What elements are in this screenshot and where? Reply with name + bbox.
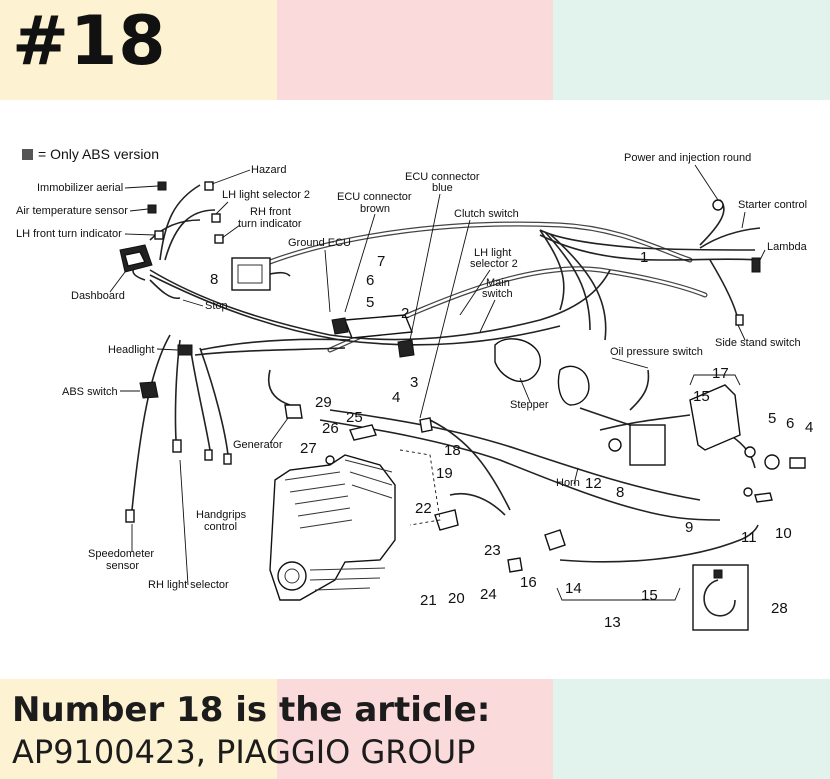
callout-3: 3 (410, 374, 418, 391)
label-air-temperature-sensor: Air temperature sensor (16, 205, 128, 217)
label-stop: Stop (205, 300, 228, 312)
legend-square (22, 149, 33, 160)
callout-8b: 8 (616, 484, 624, 501)
callout-6b: 6 (786, 415, 794, 432)
label-main-switch-2: switch (482, 288, 513, 300)
label-lh-front-turn-indicator: LH front turn indicator (16, 228, 122, 240)
label-hazard: Hazard (251, 164, 286, 176)
label-oil-pressure-switch: Oil pressure switch (610, 346, 703, 358)
callout-20: 20 (448, 590, 465, 607)
label-rh-light-selector: RH light selector (148, 579, 229, 591)
wiring-diagram: = Only ABS version (16, 146, 813, 631)
article-code: AP9100423, PIAGGIO GROUP (12, 733, 476, 771)
header-band (0, 0, 830, 100)
callout-23: 23 (484, 542, 501, 559)
label-headlight: Headlight (108, 344, 154, 356)
article-heading: Number 18 is the article: (12, 690, 491, 730)
callout-21: 21 (420, 592, 437, 609)
callout-18: 18 (444, 442, 461, 459)
callout-5a: 5 (366, 294, 374, 311)
label-ecu-blue-2: blue (432, 182, 453, 194)
label-stepper: Stepper (510, 399, 549, 411)
callout-8a: 8 (210, 271, 218, 288)
label-lh-light-mid-1: LH light (474, 247, 511, 259)
footer-band (0, 679, 830, 779)
legend-text: = Only ABS version (38, 146, 159, 162)
label-starter-control: Starter control (738, 199, 807, 211)
component-labels: Hazard Immobilizer aerial LH light selec… (16, 152, 808, 591)
callout-16: 16 (520, 574, 537, 591)
callout-17: 17 (712, 365, 729, 382)
callout-12: 12 (585, 475, 602, 492)
callout-11: 11 (741, 529, 757, 546)
label-side-stand-switch: Side stand switch (715, 337, 801, 349)
callout-26: 26 (322, 420, 339, 437)
wiring-harness (131, 184, 761, 563)
label-ecu-blue-1: ECU connector (405, 171, 480, 183)
label-dashboard: Dashboard (71, 290, 125, 302)
callout-15b: 15 (641, 587, 658, 604)
label-rh-front-2: turn indicator (238, 218, 302, 230)
bracket-13 (556, 587, 681, 601)
callout-6a: 6 (366, 272, 374, 289)
label-horn: Horn (556, 477, 580, 489)
callout-22: 22 (415, 500, 432, 517)
callout-15a: 15 (693, 388, 710, 405)
label-immobilizer-aerial: Immobilizer aerial (37, 182, 123, 194)
label-power-injection-round: Power and injection round (624, 152, 751, 164)
leader-lines (109, 164, 766, 586)
callout-numbers: 1 2 3 4 4 5 5 6 6 7 8 8 9 10 11 12 13 14… (210, 249, 813, 631)
label-ground-ecu: Ground ECU (288, 237, 351, 249)
callout-9: 9 (685, 519, 693, 536)
callout-14: 14 (565, 580, 582, 597)
label-handgrips-1: Handgrips (196, 509, 247, 521)
callout-4b: 4 (805, 419, 813, 436)
page-title: #18 (12, 2, 167, 81)
label-clutch-switch: Clutch switch (454, 208, 519, 220)
callout-10: 10 (775, 525, 792, 542)
label-speedometer-1: Speedometer (88, 548, 154, 560)
left-connectors (125, 181, 232, 523)
label-ecu-brown-2: brown (360, 203, 390, 215)
label-main-switch-1: Main (486, 277, 510, 289)
label-speedometer-2: sensor (106, 560, 139, 572)
callout-24: 24 (480, 586, 497, 603)
clamp-box (692, 564, 749, 631)
callout-29: 29 (315, 394, 332, 411)
label-lh-light-selector-2-top: LH light selector 2 (222, 189, 310, 201)
label-lh-light-mid-2: selector 2 (470, 258, 518, 270)
label-rh-front-1: RH front (250, 206, 291, 218)
callout-2: 2 (401, 305, 409, 322)
callout-25: 25 (346, 409, 363, 426)
callout-13: 13 (604, 614, 621, 631)
label-lambda: Lambda (767, 241, 808, 253)
label-handgrips-2: control (204, 521, 237, 533)
right-components (284, 199, 806, 573)
bracket-17 (689, 374, 741, 386)
callout-19: 19 (436, 465, 453, 482)
label-abs-switch: ABS switch (62, 386, 118, 398)
callout-5b: 5 (768, 410, 776, 427)
callout-7: 7 (377, 253, 385, 270)
callout-28: 28 (771, 600, 788, 617)
label-generator: Generator (233, 439, 283, 451)
callout-27: 27 (300, 440, 317, 457)
relay-8-left (231, 257, 291, 291)
callout-4a: 4 (392, 389, 400, 406)
callout-1: 1 (640, 249, 648, 266)
engine-block (269, 454, 396, 601)
label-ecu-brown-1: ECU connector (337, 191, 412, 203)
dashboard (119, 244, 153, 273)
